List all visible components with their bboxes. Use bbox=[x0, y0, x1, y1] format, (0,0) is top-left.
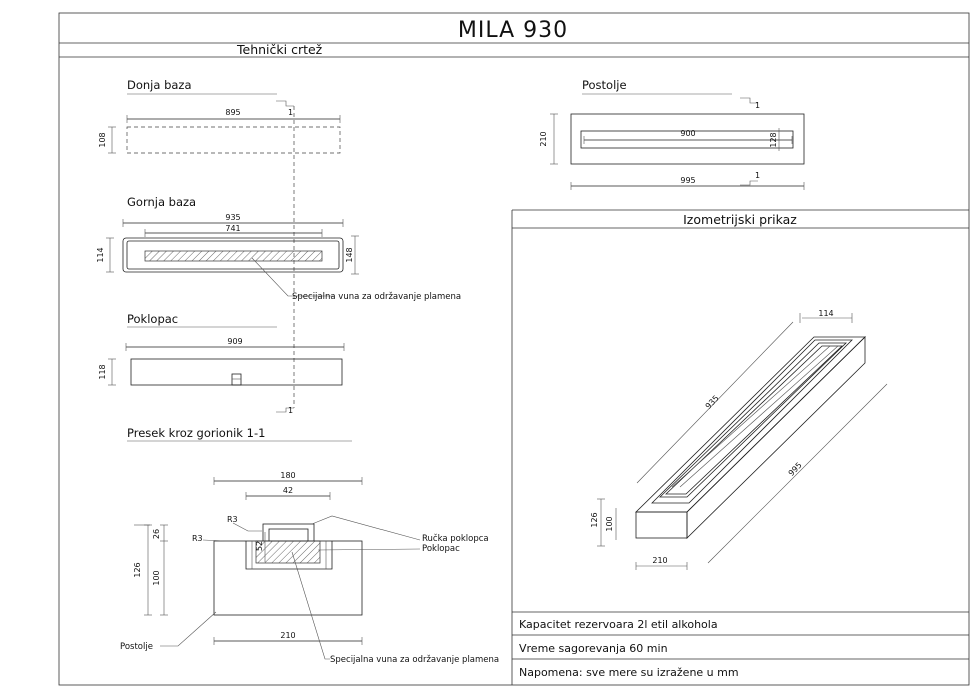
cut-mark-bottom: 1 bbox=[288, 406, 293, 415]
cut-mark-top: 1 bbox=[288, 108, 293, 117]
gornja-vuna-note: Specijalna vuna za održavanje plamena bbox=[292, 292, 461, 302]
info-napomena: Napomena: sve mere su izražene u mm bbox=[519, 666, 739, 679]
note-poklopac: Poklopac bbox=[422, 544, 460, 554]
isometric-view: 114 935 995 126 100 210 bbox=[590, 309, 888, 570]
dim-postolje-height: 210 bbox=[539, 131, 548, 146]
info-vreme: Vreme sagorevanja 60 min bbox=[519, 642, 668, 655]
dim-gornja-inner: 741 bbox=[225, 224, 240, 233]
postolje-view: Postolje 1 1 900 128 210 995 bbox=[539, 78, 805, 190]
postolje-title: Postolje bbox=[582, 78, 627, 92]
donja-baza-view: Donja baza 895 108 bbox=[98, 78, 341, 154]
sheet-frame bbox=[58, 12, 970, 686]
dim-section-100: 100 bbox=[152, 570, 161, 585]
dim-iso-126: 126 bbox=[590, 512, 599, 527]
dim-gornja-height-outer: 148 bbox=[345, 247, 354, 262]
note-rucka: Ručka poklopca bbox=[422, 533, 489, 544]
info-kapacitet: Kapacitet rezervoara 2l etil alkohola bbox=[519, 618, 718, 631]
dim-iso-114: 114 bbox=[818, 309, 833, 318]
dim-iso-210: 210 bbox=[652, 556, 667, 565]
gornja-baza-view: Gornja baza 935 741 114 148 Specijalna v… bbox=[96, 195, 461, 302]
drawing-subtitle: Tehnički crtež bbox=[236, 42, 323, 57]
iso-title: Izometrijski prikaz bbox=[683, 212, 797, 227]
dim-poklopac-length: 909 bbox=[227, 337, 242, 346]
postolje-cut-top: 1 bbox=[755, 101, 760, 110]
dim-gornja-height: 114 bbox=[96, 247, 105, 262]
note-postolje: Postolje bbox=[120, 642, 153, 652]
dim-section-42: 42 bbox=[283, 486, 293, 495]
donja-baza-title: Donja baza bbox=[127, 78, 192, 92]
dim-section-26: 26 bbox=[152, 529, 161, 539]
presek-title: Presek kroz gorionik 1-1 bbox=[127, 426, 265, 440]
dim-poklopac-height: 118 bbox=[98, 364, 107, 379]
dim-section-210: 210 bbox=[280, 631, 295, 640]
dim-gornja-length: 935 bbox=[225, 213, 240, 222]
dim-section-52: 52 bbox=[255, 541, 264, 551]
dim-postolje-inner-height: 128 bbox=[769, 132, 778, 147]
poklopac-title: Poklopac bbox=[127, 312, 178, 326]
dim-iso-100: 100 bbox=[605, 516, 614, 531]
dim-donja-length: 895 bbox=[225, 108, 240, 117]
drawing-title: MILA 930 bbox=[458, 18, 568, 43]
dim-iso-935: 935 bbox=[704, 394, 721, 411]
dim-section-r3-left: R3 bbox=[192, 534, 203, 543]
gornja-baza-title: Gornja baza bbox=[127, 195, 196, 209]
dim-section-width: 180 bbox=[280, 471, 295, 480]
poklopac-view: Poklopac 909 118 bbox=[98, 312, 345, 386]
postolje-cut-bottom: 1 bbox=[755, 171, 760, 180]
dim-section-126: 126 bbox=[133, 562, 142, 577]
dim-iso-995: 995 bbox=[787, 461, 804, 478]
note-vuna: Specijalna vuna za održavanje plamena bbox=[330, 655, 499, 665]
dim-postolje-length: 995 bbox=[680, 176, 695, 185]
presek-view: Presek kroz gorionik 1-1 180 42 R3 R3 12… bbox=[120, 426, 499, 665]
dim-postolje-inner: 900 bbox=[680, 129, 695, 138]
dim-section-r3-top: R3 bbox=[227, 515, 238, 524]
dim-donja-height: 108 bbox=[98, 132, 107, 147]
